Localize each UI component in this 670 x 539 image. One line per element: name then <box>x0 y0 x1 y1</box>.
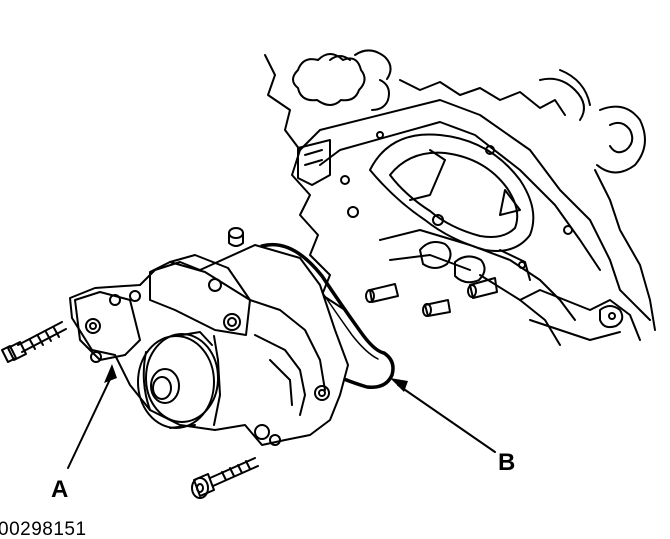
engine-block <box>229 50 655 345</box>
lower-bolt <box>192 458 258 498</box>
callout-label-b: B <box>498 449 516 476</box>
figure-id: 00298151 <box>0 519 87 539</box>
callout-arrow-b <box>390 378 495 452</box>
upper-bolt <box>2 322 66 362</box>
water-pump <box>70 245 348 445</box>
callout-arrow-a <box>68 364 117 468</box>
callout-label-a: A <box>51 476 69 503</box>
